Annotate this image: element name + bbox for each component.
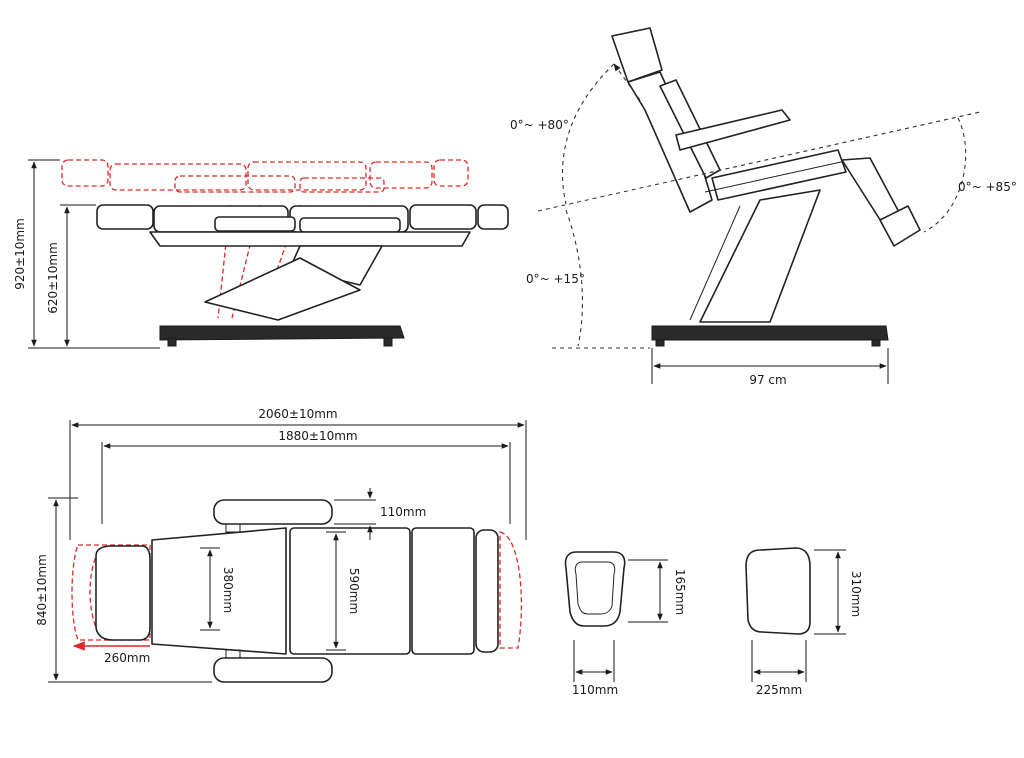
head-extension-label: 260mm [104,651,150,665]
bed-length-label: 1880±10mm [278,429,357,443]
armrest-offset-label: 110mm [380,505,426,519]
height-max-label: 920±10mm [13,218,27,290]
headrest-large-drawing: 310mm 225mm [745,547,863,697]
total-width-label: 840±10mm [35,554,49,626]
headrest-large-width-label: 225mm [756,683,802,697]
top-view-drawing: 2060±10mm 1880±10mm 840±10mm 110mm 380mm… [35,407,527,683]
side-view-lowered-position [96,204,509,347]
recline-view-drawing: 0°~ +80° 0°~ +15° 0°~ +85° 97 cm [510,27,1017,387]
seat-tilt-label: 0°~ +15° [526,272,585,286]
backrest-angle-label: 0°~ +80° [510,118,569,132]
headrest-large-height-label: 310mm [849,571,863,617]
total-length-label: 2060±10mm [258,407,337,421]
base-width-label: 97 cm [749,373,786,387]
leg-angle-label: 0°~ +85° [958,180,1017,194]
headrest-small-width-label: 110mm [572,683,618,697]
back-width-label: 380mm [221,567,235,613]
headrest-small-drawing: 165mm 110mm [564,551,687,697]
side-view-drawing: 920±10mm 620±10mm [13,159,509,349]
seat-width-label: 590mm [347,568,361,614]
height-min-label: 620±10mm [46,242,60,314]
headrest-small-height-label: 165mm [673,569,687,615]
